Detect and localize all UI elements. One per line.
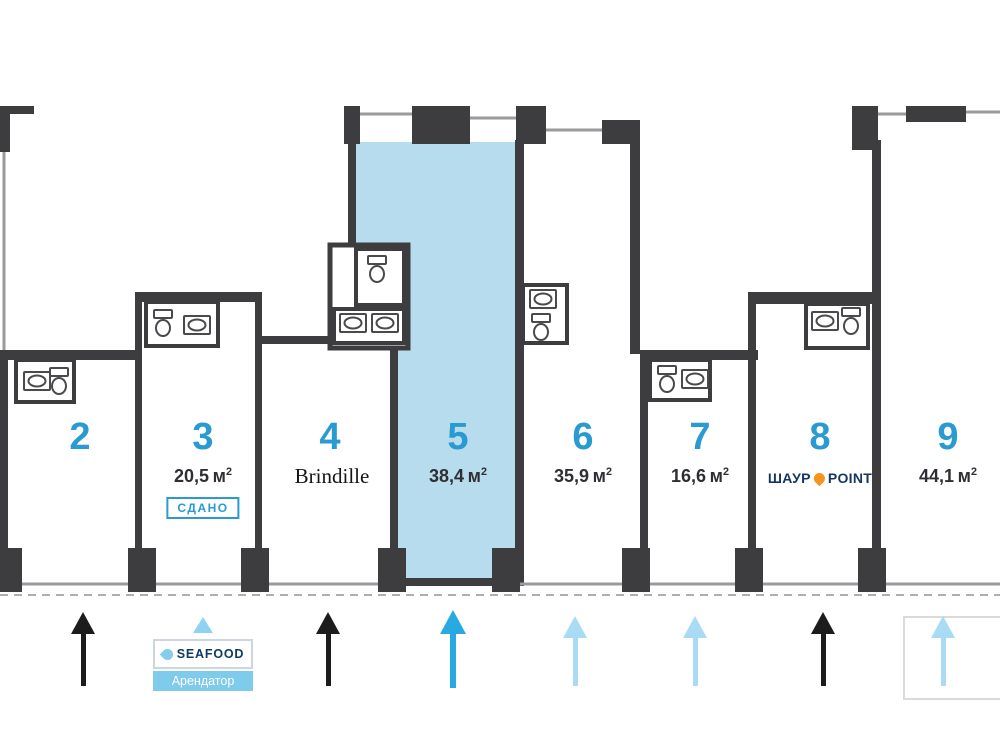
unit-7-number: 7 [689,416,711,458]
arrow-head-icon [440,610,466,634]
arrow-stem [325,634,331,686]
unit-7-area: 16,6 м2 [671,466,729,487]
shaurpoint-logo-right: POINT [827,470,873,486]
arrow-stem [940,638,946,686]
entrance-arrow-unit-5 [440,610,466,688]
unit-9-area-value: 44,1 [919,466,955,486]
unit-6-area-unit: м [592,466,606,486]
arrow-head-icon [316,612,340,634]
seafood-logo-box: SEAFOOD [153,639,253,669]
fish-icon [159,646,176,662]
tenant-caption: Арендатор [153,671,253,691]
arrow-head-icon [811,612,835,634]
windows-group [2,110,1000,586]
unit-4-number: 4 [319,416,341,458]
unit-6-area: 35,9 м2 [554,466,612,487]
unit-5-highlight [356,142,515,586]
entrance-arrow-unit-6 [563,616,587,686]
unit-6-area-sup: 2 [605,466,612,478]
shaurpoint-logo-left: ШАУР [767,470,811,486]
unit-7-area-sup: 2 [722,466,729,478]
unit-9-area: 44,1 м2 [919,466,977,487]
arrow-head-icon [683,616,707,638]
entrance-arrow-unit-3 [193,617,213,633]
arrow-stem [572,638,578,686]
shaurpoint-flame-icon [811,470,828,486]
walls-group [0,106,966,592]
unit-3-area-sup: 2 [225,466,232,478]
unit-9-area-sup: 2 [970,466,977,478]
arrow-head-icon [563,616,587,638]
arrow-stem [80,634,86,686]
unit-9-area-unit: м [957,466,971,486]
seafood-tenant-block: SEAFOOD Арендатор [153,617,253,691]
arrow-head-icon [71,612,95,634]
unit-5-area-sup: 2 [480,466,487,478]
unit-8-tenant-logo: ШАУР POINT [768,470,872,486]
seafood-brand: SEAFOOD [176,647,245,661]
arrow-stem [450,634,456,688]
unit-3-area: 20,5 м2 [174,466,232,487]
arrow-head-icon [931,616,955,638]
unit-4-tenant: Brindille [294,464,370,488]
floorplan-svg [0,106,1000,596]
rented-badge: СДАНО [166,497,240,519]
unit-3-number: 3 [192,416,214,458]
unit-3-area-unit: м [212,466,226,486]
entrance-arrow-unit-9 [931,616,955,686]
entrance-arrow-unit-8 [811,612,835,686]
unit-6-number: 6 [572,416,594,458]
unit-7-area-unit: м [709,466,723,486]
unit-6-area-value: 35,9 [554,466,590,486]
unit-5-area: 38,4 м2 [429,466,487,487]
unit-5-area-value: 38,4 [429,466,465,486]
unit-3-area-value: 20,5 [174,466,210,486]
arrow-stem [692,638,698,686]
unit-5-number: 5 [447,416,469,458]
unit-3-status: СДАНО [166,497,240,519]
entrance-arrow-unit-7 [683,616,707,686]
unit-5-area-unit: м [467,466,481,486]
entrance-arrow-unit-2 [71,612,95,686]
unit-9-number: 9 [937,416,959,458]
entrance-arrow-unit-4 [316,612,340,686]
arrow-stem [820,634,826,686]
unit-8-number: 8 [809,416,831,458]
unit-7-area-value: 16,6 [671,466,707,486]
unit-2-number: 2 [69,416,91,458]
